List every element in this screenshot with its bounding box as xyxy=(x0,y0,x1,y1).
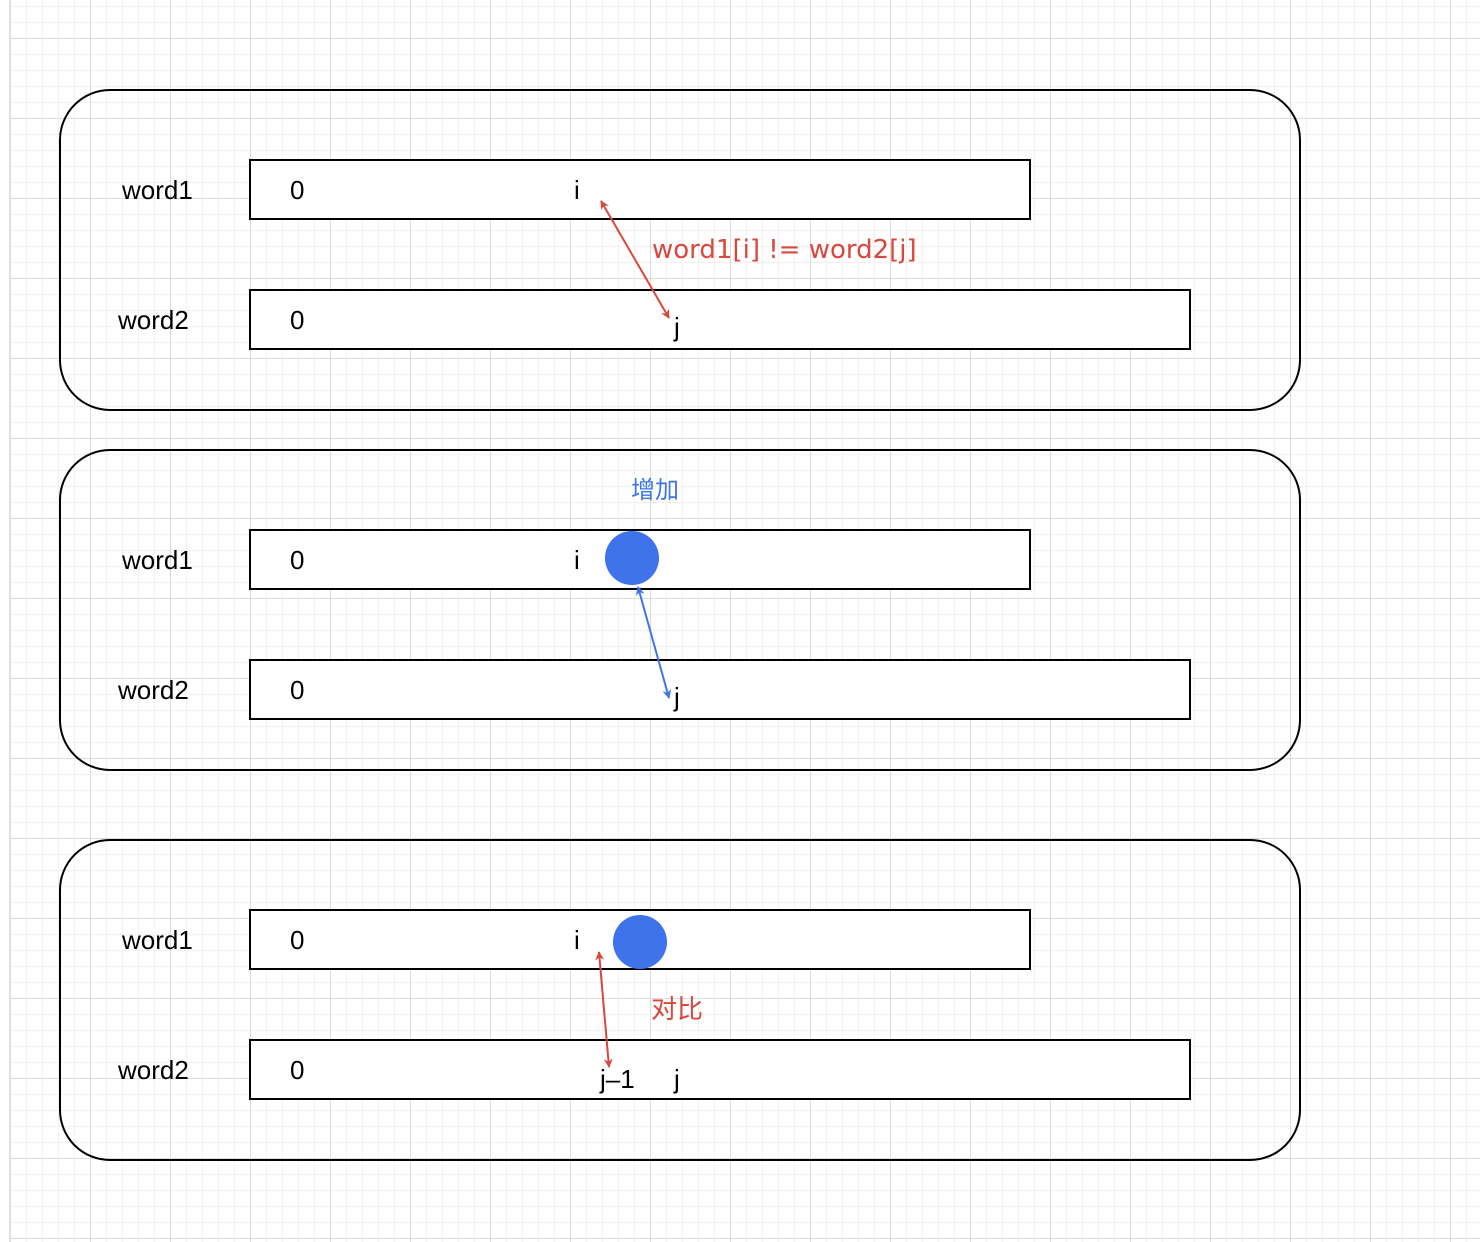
word1-label: word1 xyxy=(121,175,193,205)
word2-start-index: 0 xyxy=(290,305,304,335)
word2-start-index: 0 xyxy=(290,675,304,705)
word1-start-index: 0 xyxy=(290,175,304,205)
word2-label: word2 xyxy=(117,305,189,335)
panel-frame xyxy=(59,839,1301,1161)
word2-array-box xyxy=(249,659,1191,720)
panel-compare: word1 0 i 对比 word2 0 j–1 j xyxy=(59,839,1301,1161)
word2-pointer-j-minus-1: j–1 xyxy=(599,1064,635,1094)
word1-pointer-i: i xyxy=(574,545,580,575)
mismatch-condition-label: word1[i] != word2[j] xyxy=(652,235,917,265)
compare-arrow xyxy=(600,200,670,319)
panel-frame xyxy=(59,449,1301,771)
insert-label: 增加 xyxy=(631,476,679,504)
panel-mismatch: word1 0 i word2 0 j word1[i] != word2[j] xyxy=(59,89,1301,411)
word2-label: word2 xyxy=(117,1055,189,1085)
word1-start-index: 0 xyxy=(290,925,304,955)
word1-pointer-i: i xyxy=(574,925,580,955)
word2-array-box xyxy=(249,1039,1191,1100)
word1-label: word1 xyxy=(121,545,193,575)
panel-insert: 增加 word1 0 i word2 0 j xyxy=(59,449,1301,771)
panel-frame xyxy=(59,89,1301,411)
word2-start-index: 0 xyxy=(290,1055,304,1085)
word2-pointer-j: j xyxy=(673,1064,680,1094)
word1-pointer-i: i xyxy=(574,175,580,205)
word2-label: word2 xyxy=(117,675,189,705)
canvas-left-edge xyxy=(0,0,10,1242)
word2-array-box xyxy=(249,289,1191,350)
compare-label: 对比 xyxy=(651,995,703,1025)
word1-label: word1 xyxy=(121,925,193,955)
word1-start-index: 0 xyxy=(290,545,304,575)
word1-array-box xyxy=(249,159,1031,220)
word2-pointer-j: j xyxy=(673,312,680,342)
compare-arrow xyxy=(595,951,613,1068)
match-arrow xyxy=(635,586,672,699)
inserted-char-dot xyxy=(613,915,667,969)
word2-pointer-j: j xyxy=(673,682,680,712)
inserted-char-dot xyxy=(605,531,659,585)
